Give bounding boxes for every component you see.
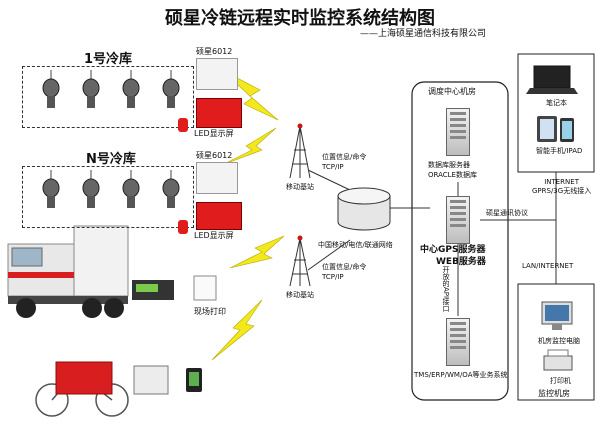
warehouse-n-led-display-icon: [196, 202, 242, 230]
laptop-icon: [533, 65, 571, 89]
tower-2-protocol: 位置信息/命令 TCP/IP: [322, 263, 367, 281]
warehouse-n-controller-icon: [196, 162, 238, 194]
protocol-label: 硕星通讯协议: [486, 209, 528, 217]
monitor-room-label: 监控机房: [538, 389, 570, 398]
cell-tower-icon: [289, 125, 311, 287]
receipt-print-icon: [193, 275, 217, 301]
warehouse-1-device-label: 硕星6012: [196, 47, 233, 56]
gps-server-icon: [446, 196, 470, 244]
page-subtitle: ——上海硕星通信科技有限公司: [360, 29, 487, 39]
temperature-sensor-icon: [82, 170, 100, 210]
warehouse-n-device-label: 硕星6012: [196, 151, 233, 160]
warehouse-n-display-label: LED显示屏: [194, 231, 234, 240]
printer-icon: [543, 355, 573, 371]
monitor-pc-label: 机房监控电脑: [538, 337, 580, 345]
api-label: 开放的API接口: [442, 266, 450, 313]
phone-label: 智能手机/IPAD: [536, 147, 583, 155]
temperature-sensor-icon: [122, 70, 140, 110]
temperature-sensor-icon: [82, 70, 100, 110]
page-title: 硕星冷链远程实时监控系统结构图: [165, 8, 435, 29]
gps-server-label: 中心GPS服务器: [420, 245, 486, 255]
tower-2-label: 移动基站: [286, 291, 314, 299]
warehouse-1-box: [22, 66, 194, 128]
lan-label: LAN/INTERNET: [522, 262, 574, 270]
business-server-icon: [446, 318, 470, 366]
warehouse-n-label: N号冷库: [86, 152, 136, 167]
db-server-label: 数据库服务器: [428, 161, 470, 169]
network-label: 中国移动/电信/联通网络: [318, 241, 393, 249]
warehouse-n-alarm-icon: [178, 220, 188, 234]
network-database-icon: [337, 187, 391, 231]
field-print-label: 现场打印: [194, 307, 226, 316]
warehouse-1-label: 1号冷库: [84, 52, 133, 67]
warehouse-n-box: [22, 166, 194, 228]
business-system-label: TMS/ERP/WM/OA等业务系统: [414, 371, 508, 379]
tower-1-label: 移动基站: [286, 183, 314, 191]
refrigerated-truck-icon: [7, 225, 129, 318]
temperature-sensor-icon: [162, 170, 180, 210]
dispatch-center-label: 调度中心机房: [428, 87, 476, 96]
temperature-sensor-icon: [42, 170, 60, 210]
db-note-label: ORACLE数据库: [428, 171, 477, 179]
web-server-label: WEB服务器: [436, 257, 486, 267]
warehouse-1-display-label: LED显示屏: [194, 129, 234, 138]
temperature-sensor-icon: [162, 70, 180, 110]
warehouse-1-alarm-icon: [178, 118, 188, 132]
db-server-icon: [446, 108, 470, 156]
laptop-label: 笔记本: [546, 99, 567, 107]
printer-label: 打印机: [550, 377, 571, 385]
temperature-sensor-icon: [42, 70, 60, 110]
tower-1-protocol: 位置信息/命令 TCP/IP: [322, 153, 367, 171]
cooler-box-icon: [133, 365, 169, 395]
warehouse-1-controller-icon: [196, 58, 238, 90]
temperature-sensor-icon: [122, 170, 140, 210]
warehouse-1-led-display-icon: [196, 98, 242, 128]
wireless-access-label: INTERNET GPRS/3G无线接入: [532, 178, 592, 195]
